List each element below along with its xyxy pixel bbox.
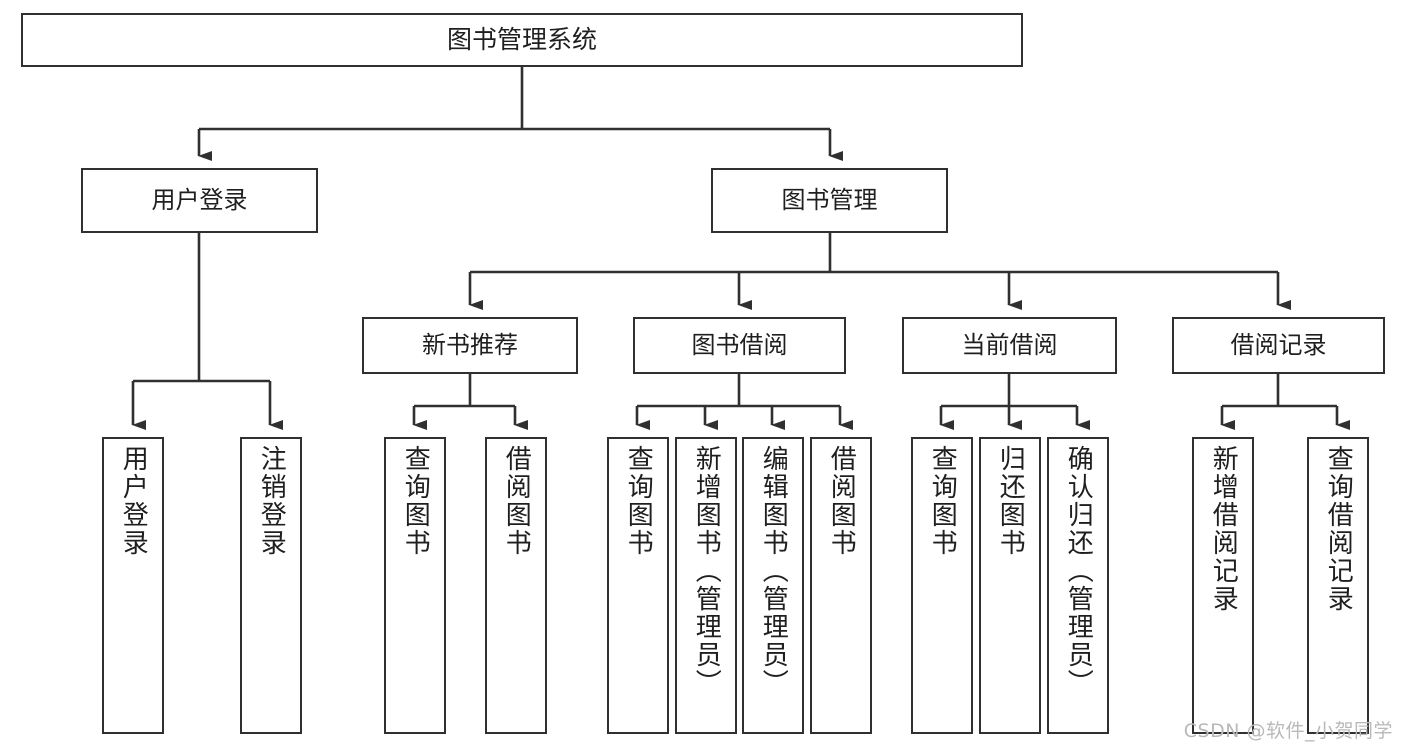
node-label: 查询借阅记录 xyxy=(1323,445,1354,613)
node-label: 编辑图书（管理员） xyxy=(758,445,789,697)
node-label: 当前借阅 xyxy=(961,331,1058,360)
node-label: 借阅记录 xyxy=(1230,331,1327,360)
node-label: 新增图书（管理员） xyxy=(691,445,722,697)
node-leaf-borrow-book-2[interactable]: 借阅图书 xyxy=(810,437,872,734)
node-label: 用户登录 xyxy=(118,445,149,557)
node-leaf-add-record[interactable]: 新增借阅记录 xyxy=(1192,437,1254,734)
node-book-management[interactable]: 图书管理 xyxy=(711,168,948,233)
node-label: 确认归还（管理员） xyxy=(1063,445,1094,697)
node-user-login[interactable]: 用户登录 xyxy=(81,168,318,233)
node-label: 用户登录 xyxy=(151,186,248,215)
node-label: 查询图书 xyxy=(400,445,431,557)
node-borrow-record[interactable]: 借阅记录 xyxy=(1172,317,1385,374)
node-leaf-query-record[interactable]: 查询借阅记录 xyxy=(1307,437,1369,734)
node-label: 图书管理 xyxy=(781,186,878,215)
node-leaf-query-book-1[interactable]: 查询图书 xyxy=(384,437,446,734)
node-book-borrow[interactable]: 图书借阅 xyxy=(633,317,846,374)
node-label: 图书借阅 xyxy=(691,331,788,360)
node-label: 新增借阅记录 xyxy=(1208,445,1239,613)
node-label: 借阅图书 xyxy=(501,445,532,557)
node-current-borrow[interactable]: 当前借阅 xyxy=(902,317,1117,374)
node-label: 图书管理系统 xyxy=(446,25,597,55)
node-label: 归还图书 xyxy=(995,445,1026,557)
node-leaf-borrow-book-1[interactable]: 借阅图书 xyxy=(485,437,547,734)
node-leaf-edit-book[interactable]: 编辑图书（管理员） xyxy=(742,437,804,734)
node-label: 借阅图书 xyxy=(826,445,857,557)
node-leaf-logout[interactable]: 注销登录 xyxy=(240,437,302,734)
node-leaf-query-book-2[interactable]: 查询图书 xyxy=(607,437,669,734)
node-label: 查询图书 xyxy=(927,445,958,557)
node-label: 注销登录 xyxy=(256,445,287,557)
node-label: 新书推荐 xyxy=(422,331,518,360)
node-new-book-recommend[interactable]: 新书推荐 xyxy=(362,317,578,374)
node-label: 查询图书 xyxy=(623,445,654,557)
node-leaf-return-book[interactable]: 归还图书 xyxy=(979,437,1041,734)
node-leaf-query-book-3[interactable]: 查询图书 xyxy=(911,437,973,734)
node-leaf-user-login[interactable]: 用户登录 xyxy=(102,437,164,734)
node-leaf-confirm-return[interactable]: 确认归还（管理员） xyxy=(1047,437,1109,734)
csdn-watermark: CSDN @软件_小贺同学 xyxy=(1183,720,1393,742)
node-leaf-add-book[interactable]: 新增图书（管理员） xyxy=(675,437,737,734)
node-root-system[interactable]: 图书管理系统 xyxy=(21,13,1023,67)
